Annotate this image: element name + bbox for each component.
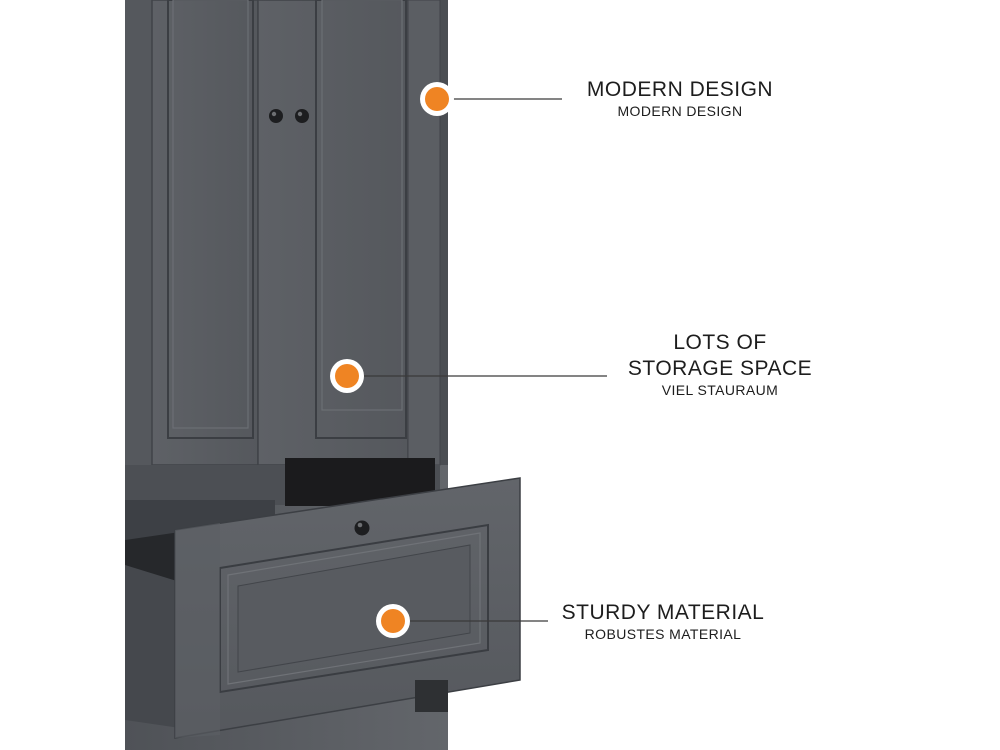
callout-title: STURDY MATERIAL: [561, 601, 765, 624]
callout-leader-lines: [362, 98, 607, 622]
door-knobs: [269, 109, 309, 123]
marker-storage-space: [330, 359, 364, 393]
callout-subtitle: ROBUSTES MATERIAL: [584, 626, 742, 642]
callout-title-line2: STORAGE SPACE: [627, 357, 813, 380]
marker-modern-design: [420, 82, 454, 116]
callout-sturdy-material: STURDY MATERIAL ROBUSTES MATERIAL: [545, 600, 781, 643]
open-drawer: [125, 477, 521, 739]
callout-title-line1: LOTS OF: [673, 331, 767, 354]
feature-markers: [330, 82, 454, 638]
drawer-knob: [354, 520, 370, 536]
callout-title: MODERN DESIGN: [586, 78, 774, 101]
callout-modern-design: MODERN DESIGN MODERN DESIGN: [560, 77, 800, 120]
marker-sturdy-material: [376, 604, 410, 638]
left-door: [151, 0, 259, 466]
callout-subtitle: MODERN DESIGN: [617, 103, 743, 119]
right-door: [257, 0, 441, 466]
callout-storage-space: LOTS OF STORAGE SPACE VIEL STAURAUM: [600, 330, 840, 399]
callout-subtitle: VIEL STAURAUM: [661, 382, 779, 398]
